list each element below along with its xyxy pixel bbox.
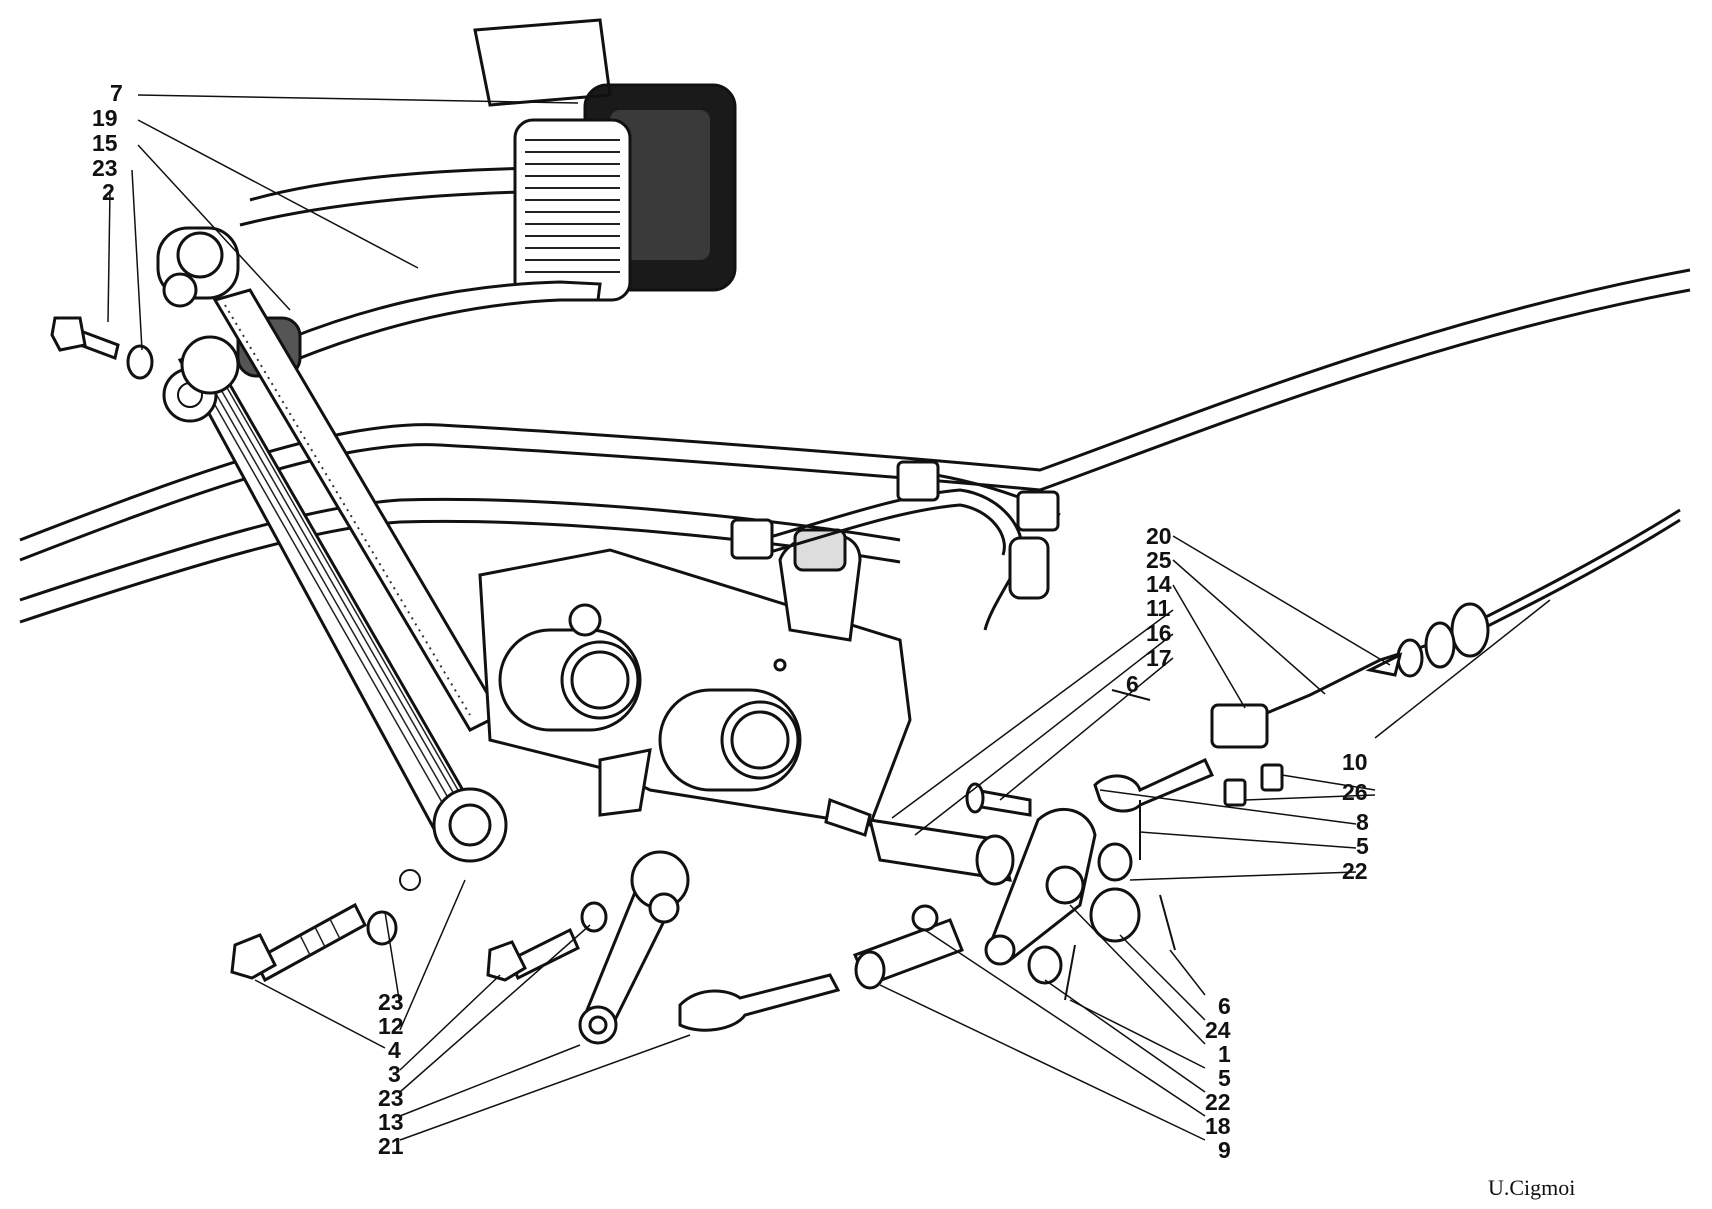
- part-label: 22: [1205, 1089, 1231, 1115]
- part-label: 17: [1146, 645, 1172, 671]
- pedal-pivot-boss: [156, 226, 240, 308]
- labels-right-top: 20 25 14 11 16 17 6: [1126, 523, 1172, 697]
- labels-bottom-left: 23 12 4 3 23 13 21: [378, 989, 404, 1159]
- part-label: 23: [92, 155, 118, 181]
- part-label: 7: [110, 80, 123, 106]
- chassis-frame: [19, 166, 1691, 624]
- part-label: 6: [1126, 671, 1139, 697]
- adjusting-rod: [824, 797, 1015, 886]
- long-lever: [162, 335, 508, 891]
- labels-left-top: 7 19 15 23 2: [92, 80, 123, 205]
- part-label: 23: [378, 989, 404, 1015]
- part-label: 1: [1218, 1041, 1231, 1067]
- cotter-pins: [1064, 689, 1176, 1001]
- part-label: 20: [1146, 523, 1172, 549]
- cable-end-fittings: [1210, 602, 1490, 749]
- part-label: 18: [1205, 1113, 1231, 1139]
- clevis-pushrod: [678, 904, 964, 1032]
- part-label: 3: [388, 1061, 401, 1087]
- part-label: 21: [378, 1133, 404, 1159]
- part-label: 8: [1356, 809, 1369, 835]
- part-label: 5: [1356, 833, 1369, 859]
- pedal-upper-bracket: [473, 18, 612, 107]
- pin-17: [965, 782, 1032, 817]
- artist-signature: U.Cigmoi: [1488, 1175, 1575, 1200]
- bolt-3: [486, 927, 580, 982]
- part-label: 26: [1342, 779, 1368, 805]
- pedal-arm: [282, 280, 602, 362]
- labels-right-mid: 10 26 8 5 22: [1342, 749, 1369, 884]
- part-label: 15: [92, 130, 118, 156]
- part-label: 4: [388, 1037, 401, 1063]
- part-label: 10: [1342, 749, 1368, 775]
- master-cylinder-body: [478, 528, 912, 827]
- part-label: 13: [378, 1109, 404, 1135]
- relay-lever: [984, 807, 1097, 966]
- part-label: 19: [92, 105, 118, 131]
- part-label: 25: [1146, 547, 1172, 573]
- bolt-4: [230, 902, 367, 983]
- cable-clevis-8: [1093, 758, 1215, 813]
- part-label: 22: [1342, 858, 1368, 884]
- part-label: 5: [1218, 1065, 1231, 1091]
- part-label: 6: [1218, 993, 1231, 1019]
- clamp-nuts-26: [1223, 763, 1284, 807]
- bolt-2: [50, 316, 120, 361]
- labels-right-bottom: 6 24 1 5 22 18 9: [1205, 993, 1231, 1163]
- pipe-fittings: [730, 460, 1060, 600]
- part-label: 23: [378, 1085, 404, 1111]
- part-label: 16: [1146, 620, 1172, 646]
- part-label: 9: [1218, 1137, 1231, 1163]
- clutch-pedal-pad: [513, 118, 632, 302]
- leader-lines: [107, 94, 1551, 1141]
- part-label: 12: [378, 1013, 404, 1039]
- part-label: 14: [1146, 571, 1172, 597]
- part-label: 24: [1205, 1017, 1231, 1043]
- part-label: 2: [102, 179, 115, 205]
- part-label: 11: [1146, 595, 1171, 621]
- lower-lever: [578, 850, 690, 1045]
